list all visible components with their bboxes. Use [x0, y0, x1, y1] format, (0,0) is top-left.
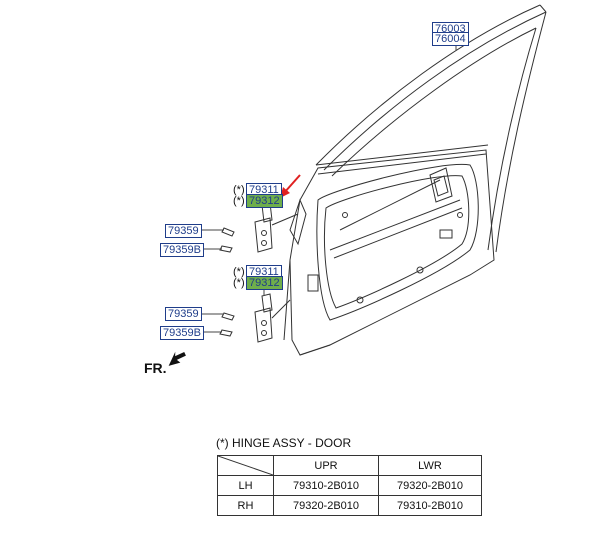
table-title: (*) HINGE ASSY - DOOR	[216, 436, 352, 450]
hinge-marker: (*)	[233, 195, 245, 207]
table-row: RH 79320-2B010 79310-2B010	[217, 495, 482, 516]
door-diagram	[168, 4, 547, 366]
hinge-table: UPR LWR LH 79310-2B010 79320-2B010 RH 79…	[217, 455, 482, 516]
part-number[interactable]: 79310-2B010	[378, 495, 482, 516]
upper-hinge	[254, 202, 299, 253]
callout-79359-upper[interactable]: 79359	[165, 224, 202, 238]
hinge-marker: (*)	[233, 266, 245, 278]
callout-79311-lower[interactable]: 79311	[246, 265, 282, 279]
bolts	[219, 227, 235, 337]
callout-79359b-lower[interactable]: 79359B	[160, 326, 204, 340]
door-outline	[201, 4, 547, 356]
pointer-arrow	[280, 174, 301, 198]
part-number[interactable]: 79310-2B010	[273, 475, 379, 496]
lower-hinge	[254, 293, 291, 343]
table-row: LH 79310-2B010 79320-2B010	[217, 475, 482, 496]
direction-arrow	[168, 351, 186, 366]
table-corner-cell	[217, 455, 274, 476]
hinge-marker: (*)	[233, 184, 245, 196]
row-side: RH	[217, 495, 274, 516]
callout-76004[interactable]: 76004	[432, 32, 469, 46]
front-direction-label: FR.	[144, 360, 167, 376]
row-side: LH	[217, 475, 274, 496]
callout-79312-upper[interactable]: 79312	[246, 194, 283, 208]
part-number[interactable]: 79320-2B010	[378, 475, 482, 496]
callout-79359-lower[interactable]: 79359	[165, 307, 202, 321]
part-number[interactable]: 79320-2B010	[273, 495, 379, 516]
callout-79359b-upper[interactable]: 79359B	[160, 243, 204, 257]
callout-79312-lower[interactable]: 79312	[246, 276, 283, 290]
diagonal-line	[218, 456, 273, 475]
header-lwr: LWR	[378, 455, 482, 476]
table-header-row: UPR LWR	[217, 455, 482, 476]
hinge-marker: (*)	[233, 277, 245, 289]
header-upr: UPR	[273, 455, 379, 476]
